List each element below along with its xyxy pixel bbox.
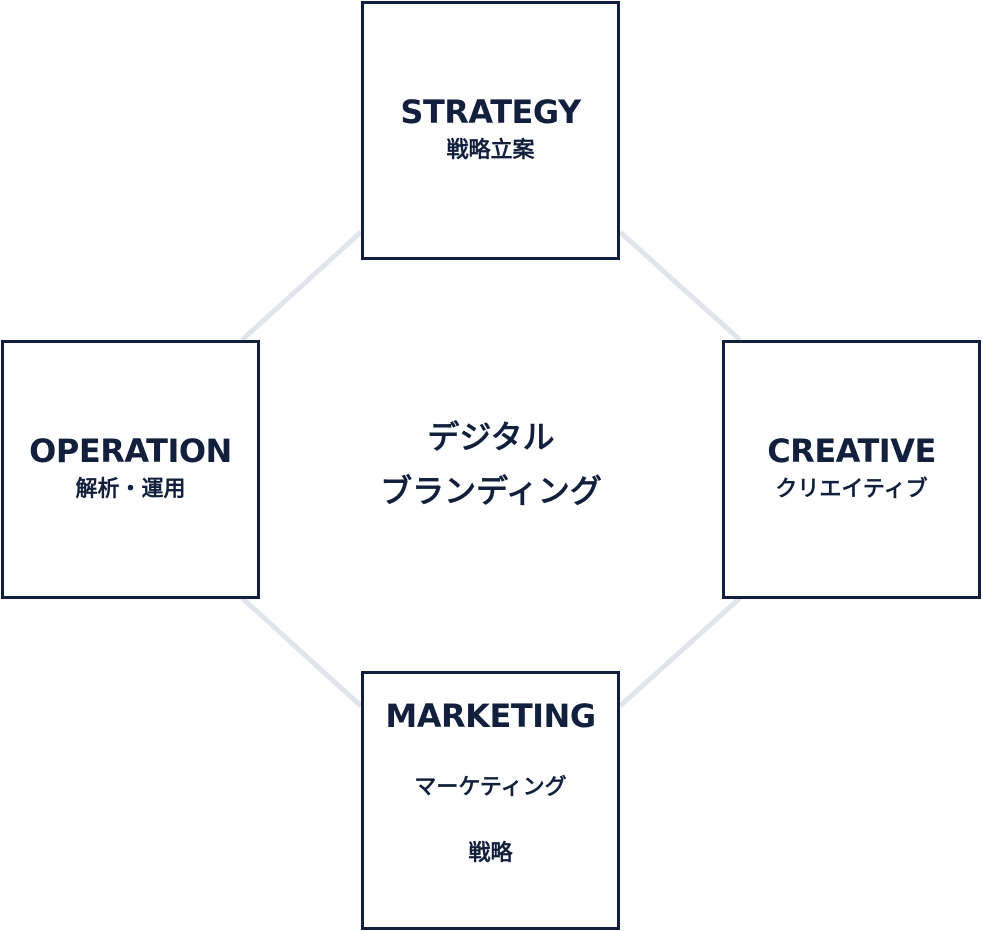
center-label: デジタル ブランディング bbox=[341, 410, 641, 518]
node-creative: CREATIVE クリエイティブ bbox=[722, 340, 981, 599]
node-strategy: STRATEGY 戦略立案 bbox=[361, 1, 620, 260]
connector-creative-marketing bbox=[618, 596, 742, 708]
node-marketing-title: MARKETING bbox=[385, 696, 596, 735]
node-marketing: MARKETING マーケティング 戦略 bbox=[361, 671, 620, 930]
node-creative-title: CREATIVE bbox=[767, 431, 936, 470]
node-strategy-title: STRATEGY bbox=[400, 92, 581, 131]
node-operation-title: OPERATION bbox=[29, 431, 232, 470]
node-marketing-subtitle: マーケティング 戦略 bbox=[414, 738, 566, 903]
node-marketing-subtitle-line1: マーケティング bbox=[414, 775, 567, 801]
center-label-line2: ブランディング bbox=[380, 472, 602, 510]
node-marketing-subtitle-line2: 戦略 bbox=[468, 841, 513, 867]
center-label-line1: デジタル bbox=[427, 418, 555, 456]
connector-marketing-operation bbox=[240, 596, 363, 708]
node-operation-subtitle: 解析・運用 bbox=[75, 477, 186, 503]
connector-strategy-creative bbox=[618, 230, 742, 342]
node-operation: OPERATION 解析・運用 bbox=[1, 340, 260, 599]
node-strategy-subtitle: 戦略立案 bbox=[446, 138, 535, 164]
connector-operation-strategy bbox=[240, 230, 363, 342]
node-creative-subtitle: クリエイティブ bbox=[775, 477, 928, 503]
